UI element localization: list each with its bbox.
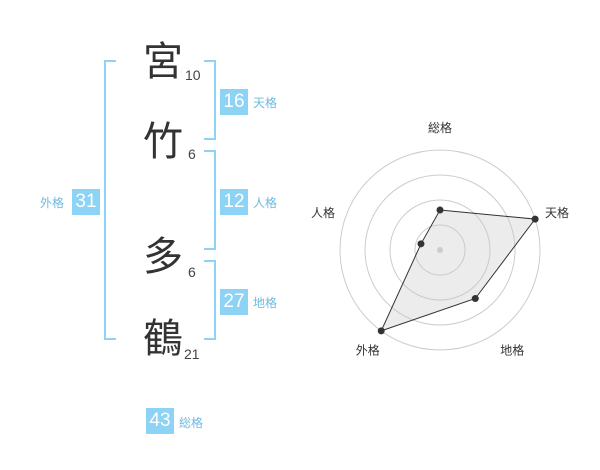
name-char-3: 多 <box>143 234 183 280</box>
name-char-2: 竹 <box>143 119 183 165</box>
jinkaku-bracket <box>204 150 216 250</box>
chikaku-bracket <box>204 260 216 340</box>
soukaku-label: 総格 <box>179 416 204 430</box>
radar-center <box>437 247 443 253</box>
chikaku-value-badge: 27 <box>220 289 248 315</box>
name-char-4: 鶴 <box>143 316 183 362</box>
tenkaku-value-badge: 16 <box>220 89 248 115</box>
radar-point-4 <box>377 327 385 335</box>
name-char-1: 宮 <box>143 39 183 85</box>
radar-area <box>380 209 537 332</box>
stroke-count-2: 6 <box>188 146 196 162</box>
radar-axis-label-3: 地格 <box>500 343 524 358</box>
gaikaku-bracket <box>104 60 116 340</box>
tenkaku-bracket <box>204 60 216 140</box>
radar-point-3 <box>471 295 479 303</box>
radar-axis-label-4: 外格 <box>356 343 380 358</box>
radar-axis-label-1: 総格 <box>428 120 452 135</box>
radar-ring-4 <box>339 149 541 351</box>
radar-point-1 <box>436 206 444 214</box>
tenkaku-label: 天格 <box>253 96 278 110</box>
stroke-count-1: 10 <box>185 67 201 83</box>
stroke-count-3: 6 <box>188 264 196 280</box>
stroke-count-4: 21 <box>184 346 200 362</box>
gaikaku-value-badge: 31 <box>72 189 100 215</box>
radar-axis-label-2: 天格 <box>545 205 569 220</box>
radar-point-2 <box>531 215 539 223</box>
radar-axis-label-5: 人格 <box>311 205 335 220</box>
chikaku-label: 地格 <box>253 296 278 310</box>
jinkaku-label: 人格 <box>253 196 278 210</box>
radar-ring-1 <box>414 224 466 276</box>
radar-ring-2 <box>389 199 491 301</box>
radar-ring-3 <box>364 174 516 326</box>
soukaku-value-badge: 43 <box>146 408 174 434</box>
jinkaku-value-badge: 12 <box>220 189 248 215</box>
gaikaku-label: 外格 <box>40 196 65 210</box>
radar-point-5 <box>417 240 425 248</box>
